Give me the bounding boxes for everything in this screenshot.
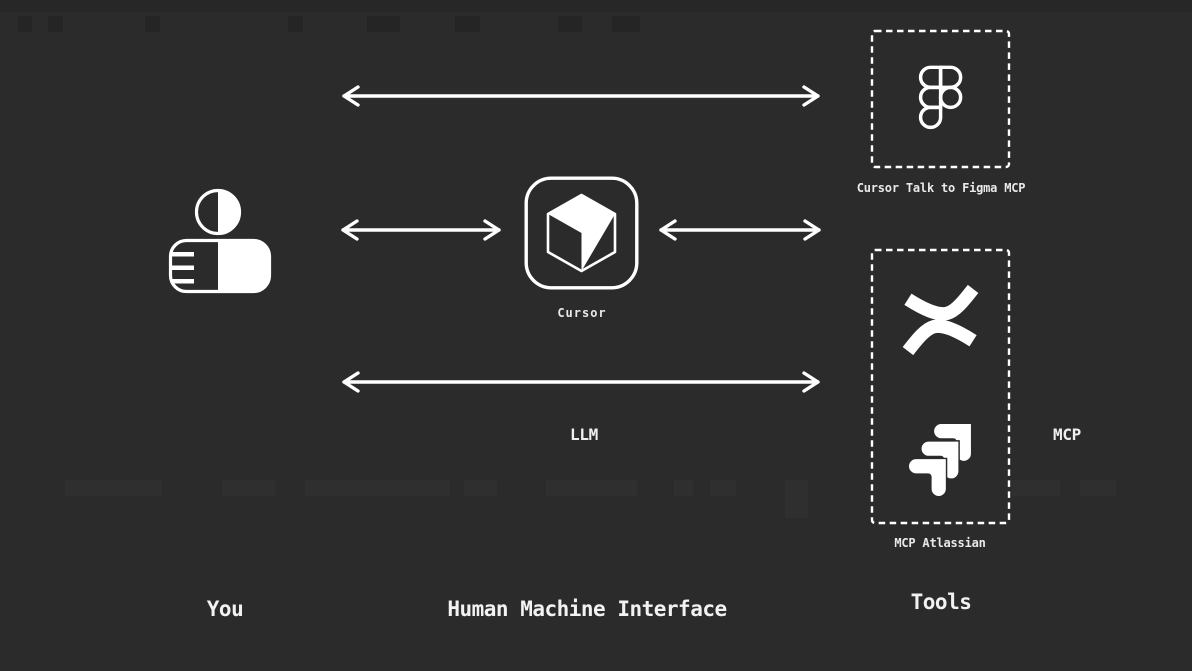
- arrow-cursor-to-tools: [659, 219, 821, 241]
- column-title-you: You: [206, 597, 244, 621]
- texture-patch: [48, 16, 63, 32]
- texture-patch: [612, 16, 640, 32]
- jira-icon: [907, 422, 973, 498]
- person-icon: [168, 188, 272, 294]
- texture-patch: [65, 480, 162, 496]
- texture-patch: [145, 16, 160, 32]
- texture-patch: [367, 16, 400, 32]
- figma-icon: [918, 65, 963, 130]
- texture-patch: [785, 480, 808, 518]
- column-title-tools: Tools: [910, 590, 972, 614]
- confluence-icon: [902, 284, 979, 356]
- texture-patch: [18, 16, 32, 32]
- texture-patch: [558, 16, 582, 32]
- texture-patch: [710, 480, 736, 496]
- texture-patch: [288, 16, 303, 32]
- arrow-you-to-atlassian-mcp: [342, 371, 820, 393]
- texture-patch: [0, 0, 1192, 12]
- column-title-human-machine-interface: Human Machine Interface: [447, 597, 727, 621]
- texture-patch: [305, 480, 450, 496]
- atlassian-mcp-box: [870, 248, 1011, 525]
- llm-annotation: LLM: [570, 425, 598, 444]
- texture-patch: [222, 480, 275, 496]
- figma-mcp-label: Cursor Talk to Figma MCP: [856, 181, 1026, 195]
- mcp-annotation: MCP: [1053, 425, 1081, 444]
- figma-mcp-box: [870, 29, 1011, 169]
- texture-patch: [455, 16, 480, 32]
- cursor-label: Cursor: [557, 306, 607, 320]
- texture-patch: [464, 480, 497, 496]
- texture-patch: [674, 480, 693, 496]
- texture-patch: [546, 480, 637, 496]
- atlassian-mcp-label: MCP Atlassian: [894, 536, 986, 550]
- texture-patch: [1080, 480, 1116, 496]
- texture-patch: [1012, 480, 1060, 496]
- arrow-you-to-figma-mcp: [342, 85, 820, 107]
- cursor-app-icon: [524, 176, 639, 290]
- arrow-you-to-cursor: [341, 219, 501, 241]
